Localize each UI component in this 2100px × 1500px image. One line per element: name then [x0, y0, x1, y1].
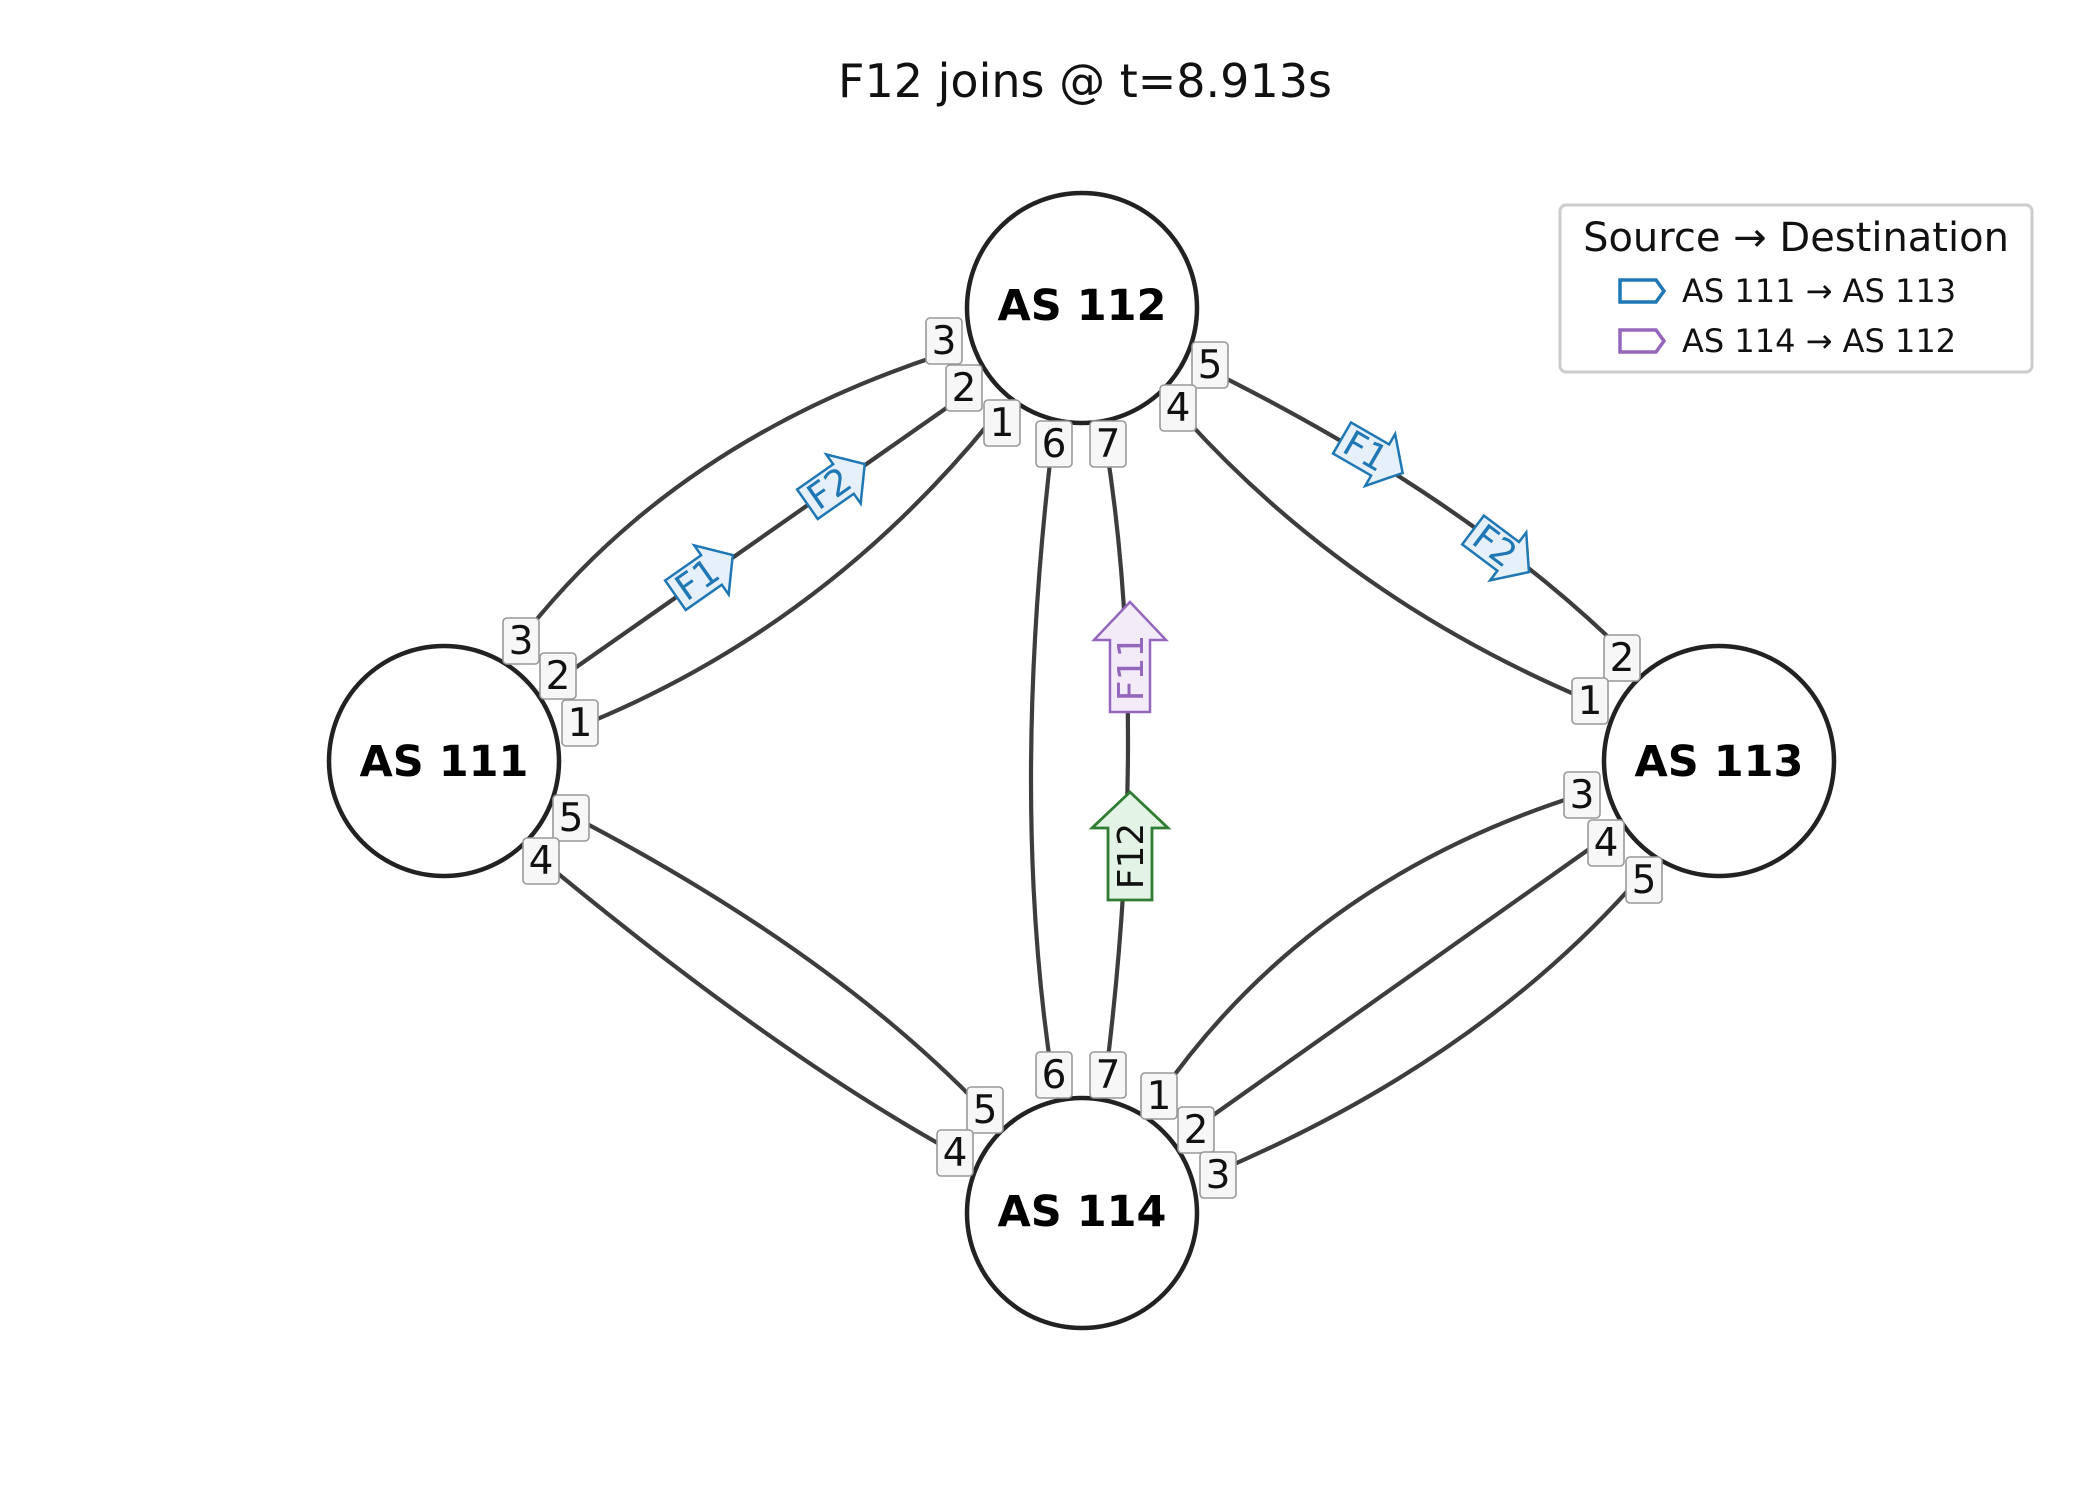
- legend-entry: AS 114 → AS 112: [1618, 322, 1956, 360]
- flow-arrow-f12-114-112: F12: [1088, 790, 1172, 902]
- link-111-4-114-4: [536, 855, 952, 1152]
- svg-text:4: 4: [1166, 386, 1191, 431]
- node-circle: [1601, 643, 1837, 879]
- port-label: 2: [945, 364, 983, 412]
- port-label: 3: [1563, 771, 1601, 819]
- node-circle: [964, 1095, 1200, 1331]
- node-label: AS 112: [998, 281, 1167, 331]
- node-label: AS 113: [1635, 737, 1804, 787]
- svg-text:2: 2: [952, 366, 977, 411]
- port-label: 2: [1177, 1106, 1215, 1154]
- node-as113: AS 113: [1601, 643, 1837, 879]
- node-circle: [326, 643, 562, 879]
- port-label: 4: [936, 1129, 974, 1177]
- link-111-5-114-5: [569, 813, 984, 1110]
- flow-arrow-f2-112-113: F2: [1460, 513, 1531, 583]
- svg-text:5: 5: [1632, 858, 1657, 903]
- port-label: 3: [925, 317, 963, 365]
- port-label: 5: [966, 1086, 1004, 1134]
- svg-text:7: 7: [1096, 422, 1121, 467]
- node-label: AS 114: [998, 1187, 1167, 1237]
- svg-text:1: 1: [1147, 1074, 1172, 1119]
- svg-text:6: 6: [1042, 1053, 1067, 1098]
- port-labels: 3 2 1 6 7 5 4 3 2 1 5 4 2 1 3 4 5 6 7 1 …: [502, 317, 1663, 1199]
- legend: Source → Destination AS 111 → AS 113 AS …: [1558, 203, 2034, 374]
- port-label: 1: [1571, 677, 1609, 725]
- legend-entry: AS 111 → AS 113: [1618, 272, 1956, 310]
- legend-frame: [1558, 203, 2034, 374]
- svg-text:2: 2: [1610, 636, 1635, 681]
- svg-text:1: 1: [568, 701, 593, 746]
- port-label: 6: [1035, 1051, 1073, 1099]
- legend-entry-label: AS 111 → AS 113: [1682, 272, 1956, 310]
- flow-label: F11: [1111, 635, 1152, 702]
- link-111-2-112-2: [553, 393, 967, 684]
- svg-text:3: 3: [932, 319, 957, 364]
- svg-text:5: 5: [1198, 343, 1223, 388]
- diagram-title: F12 joins @ t=8.913s: [838, 54, 1332, 108]
- port-label: 6: [1035, 420, 1073, 468]
- legend-swatch: [1618, 278, 1667, 304]
- link-114-3-113-5: [1215, 875, 1642, 1174]
- flow-label: F12: [1111, 823, 1152, 890]
- flow-arrow-f1-112-113: F1: [1331, 420, 1405, 489]
- port-label: 4: [1587, 819, 1625, 867]
- svg-text:5: 5: [559, 796, 584, 841]
- port-label: 5: [552, 794, 590, 842]
- link-112-5-113-2: [1212, 370, 1629, 657]
- flow-arrow-f11-114-112: F11: [1091, 600, 1169, 714]
- node-circle: [964, 190, 1200, 426]
- svg-text:1: 1: [1578, 679, 1603, 724]
- link-111-1-112-1: [577, 420, 992, 729]
- link-112-4-113-1: [1183, 416, 1589, 702]
- svg-text:4: 4: [529, 839, 554, 884]
- port-label: 7: [1089, 1051, 1127, 1099]
- port-label: 7: [1089, 420, 1127, 468]
- port-label: 2: [1603, 634, 1641, 682]
- link-114-1-113-3: [1158, 792, 1581, 1097]
- port-label: 1: [561, 699, 599, 747]
- port-label: 5: [1625, 856, 1663, 904]
- port-label: 1: [1140, 1072, 1178, 1120]
- port-label: 2: [539, 652, 577, 700]
- nodes: AS 111 AS 112 AS 113 AS 114: [326, 190, 1837, 1331]
- port-label: 4: [1159, 384, 1197, 432]
- svg-text:6: 6: [1042, 422, 1067, 467]
- port-label: 1: [983, 399, 1021, 447]
- node-as111: AS 111: [326, 643, 562, 879]
- link-111-3-112-3: [526, 353, 941, 632]
- link-112-6-114-6: [1028, 444, 1055, 1076]
- port-label: 5: [1191, 341, 1229, 389]
- link-114-2-113-4: [1193, 838, 1604, 1130]
- svg-text:3: 3: [1570, 773, 1595, 818]
- svg-text:4: 4: [943, 1131, 968, 1176]
- legend-entry-label: AS 114 → AS 112: [1682, 322, 1956, 360]
- node-label: AS 111: [360, 737, 529, 787]
- port-label: 4: [522, 837, 560, 885]
- svg-text:3: 3: [509, 619, 534, 664]
- node-as112: AS 112: [964, 190, 1200, 426]
- svg-text:7: 7: [1096, 1053, 1121, 1098]
- svg-text:3: 3: [1206, 1153, 1231, 1198]
- node-as114: AS 114: [964, 1095, 1200, 1331]
- legend-title: Source → Destination: [1583, 215, 2009, 261]
- svg-text:1: 1: [990, 401, 1015, 446]
- legend-swatch: [1618, 328, 1667, 354]
- flow-arrow-f1-111-112: F1: [663, 543, 735, 612]
- svg-text:2: 2: [546, 654, 571, 699]
- links: [526, 353, 1642, 1174]
- svg-text:5: 5: [973, 1088, 998, 1133]
- port-label: 3: [1199, 1151, 1237, 1199]
- link-112-7-114-7: [1103, 444, 1131, 1076]
- svg-text:2: 2: [1184, 1108, 1209, 1153]
- flow-arrow-f2-111-112: F2: [795, 452, 867, 521]
- svg-text:4: 4: [1594, 821, 1619, 866]
- port-label: 3: [502, 617, 540, 665]
